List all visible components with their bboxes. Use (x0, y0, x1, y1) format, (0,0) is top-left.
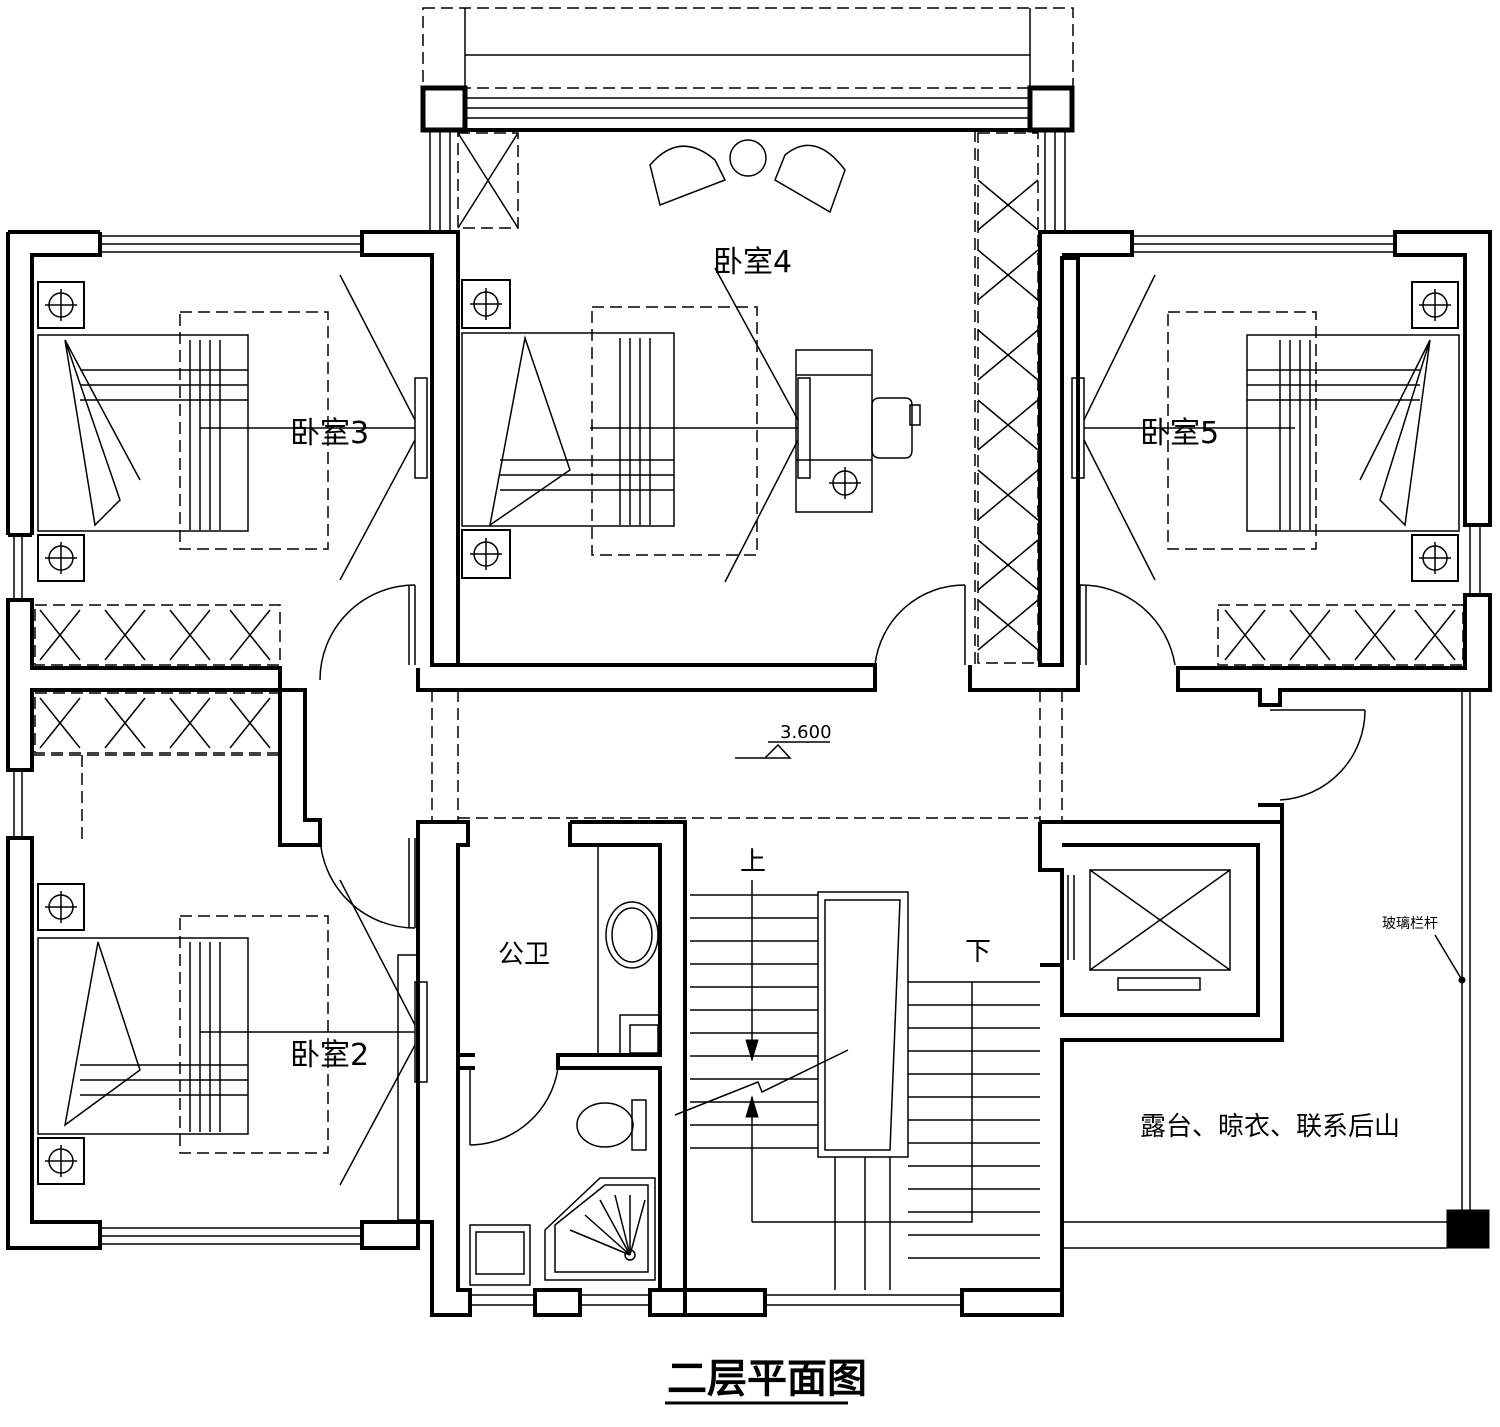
elevation-marker (735, 741, 830, 759)
top-balcony (420, 7, 1075, 230)
wardrobes (34, 132, 1464, 754)
elevation-value: 3.600 (780, 722, 832, 743)
label-bedroom4: 卧室4 (713, 245, 792, 280)
walls (6, 230, 1492, 1317)
desk (795, 349, 921, 513)
corridor-dashes (33, 130, 1063, 840)
label-glass-railing: 玻璃栏杆 (1382, 915, 1438, 932)
terrace (1062, 690, 1490, 1249)
label-bedroom2: 卧室2 (290, 1038, 369, 1073)
beds (37, 279, 1460, 1185)
bathroom-fixtures (469, 845, 661, 1286)
doors (319, 584, 1366, 1146)
label-stairs-down: 下 (965, 937, 991, 967)
label-terrace: 露台、晾衣、联系后山 (1140, 1112, 1400, 1142)
label-bedroom5: 卧室5 (1140, 416, 1219, 451)
label-bedroom3: 卧室3 (290, 416, 369, 451)
label-stairs-up: 上 (740, 847, 766, 877)
label-public-bath: 公卫 (498, 940, 550, 970)
plan-title: 二层平面图 (667, 1356, 867, 1402)
tv-units (200, 267, 1295, 1221)
staircase (674, 880, 1040, 1290)
